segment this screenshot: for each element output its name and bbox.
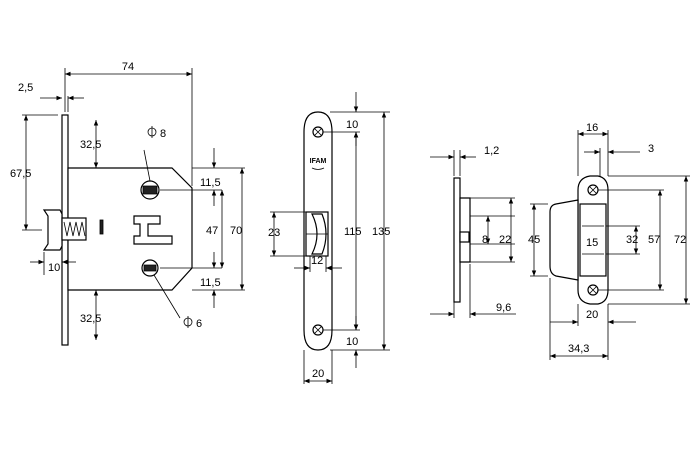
- strike-lip-front: [549, 199, 579, 281]
- upper-follower-square: [142, 185, 158, 195]
- center-keyhole: [133, 215, 173, 245]
- dim-top-screw: 10: [346, 119, 358, 131]
- dim-latch-depth: 10: [48, 262, 60, 274]
- dim-strike-depth: 9,6: [496, 302, 511, 314]
- dim-center-distance: 47: [206, 225, 218, 237]
- strike-lip: [459, 231, 470, 243]
- dim-latch-height: 23: [268, 227, 280, 239]
- dim-strike-thickness: 1,2: [484, 145, 499, 157]
- latch-spring-housing: [61, 217, 87, 241]
- strike-opening: [579, 203, 607, 277]
- dim-strike-left-height: 45: [528, 234, 540, 246]
- dim-strike-inner-height: 32: [626, 234, 638, 246]
- dim-strike-screw-spacing: 57: [648, 234, 660, 246]
- dim-hole-top-diameter: 8: [160, 128, 166, 140]
- dim-faceplate: 2,5: [18, 82, 33, 94]
- dim-upper-hole-offset: 32,5: [80, 139, 101, 151]
- brand-logo-icon: [311, 167, 325, 170]
- dim-strike-top-width: 16: [586, 122, 598, 134]
- latch-slot: [99, 219, 104, 235]
- lower-key-slot: [143, 264, 157, 272]
- strike-front-view: 16 3 45 15 32 57 72 20 34,3: [528, 122, 690, 360]
- dim-backset-left: 67,5: [10, 168, 31, 180]
- latch-bolt: [42, 209, 63, 251]
- dim-body-height: 70: [230, 225, 242, 237]
- dim-strike-outer-height: 22: [499, 234, 511, 246]
- strike-box: [459, 197, 471, 263]
- dim-upper-gap: 11,5: [200, 177, 221, 189]
- dim-total-height: 135: [372, 226, 390, 238]
- dim-lower-gap: 11,5: [200, 277, 221, 289]
- dim-strike-inner-width: 15: [586, 237, 598, 249]
- diameter-symbol-icon: [183, 316, 193, 328]
- dim-strike-total-height: 72: [674, 234, 686, 246]
- diameter-symbol-icon: [147, 126, 157, 138]
- dim-strike-offset: 3: [648, 143, 654, 155]
- dim-top-width: 74: [122, 61, 134, 73]
- dim-latch-width: 12: [311, 255, 323, 267]
- latch-spring: [63, 221, 86, 237]
- strike-side-view: 1,2 8 22 9,6: [430, 145, 516, 318]
- faceplate-front-view: IFAM 10 10 115 135 23: [268, 92, 390, 384]
- dim-strike-inner-height: 8: [482, 234, 488, 246]
- brand-label: IFAM: [310, 158, 327, 165]
- dim-strike-total-width: 34,3: [568, 343, 589, 355]
- dim-screw-spacing: 115: [344, 226, 362, 238]
- strike-plate-edge: [453, 177, 461, 303]
- dim-strike-bottom-width: 20: [586, 309, 598, 321]
- dim-lower-hole-offset: 32,5: [80, 313, 101, 325]
- dim-bottom-screw: 10: [346, 336, 358, 348]
- lock-side-view: 74 2,5 67,5 32,5 32,5 10 8 6: [10, 61, 245, 346]
- dim-hole-bottom-diameter: 6: [196, 318, 202, 330]
- dim-plate-width: 20: [312, 368, 324, 380]
